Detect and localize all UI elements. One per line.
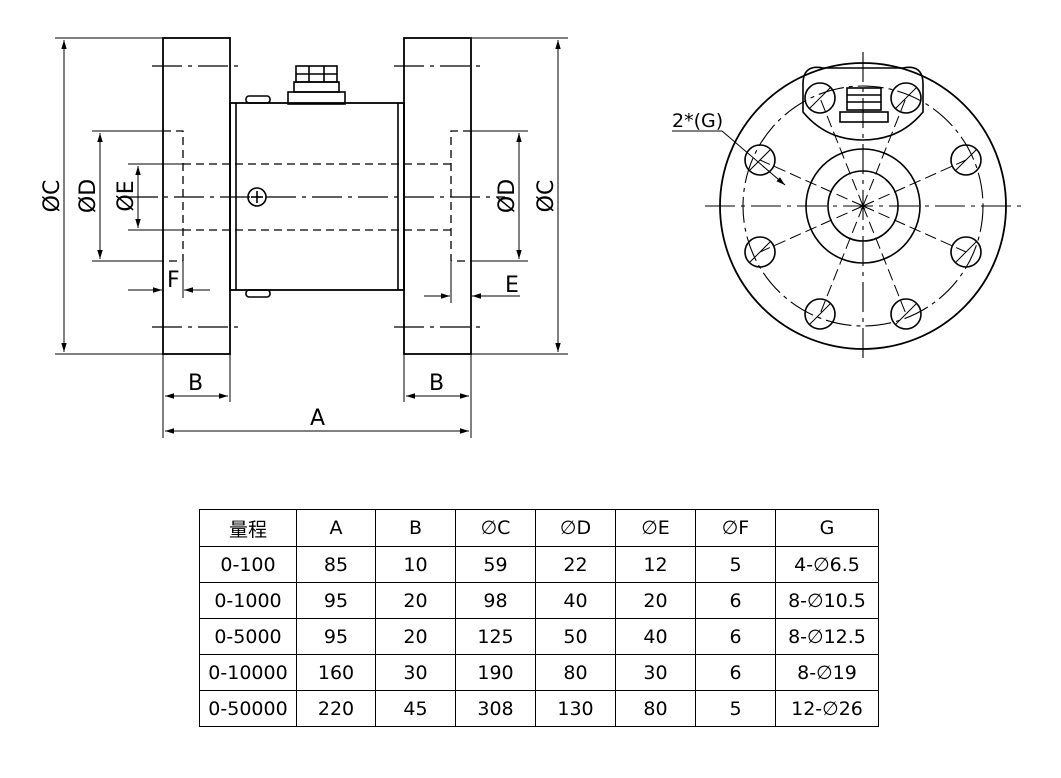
table-cell: 308: [455, 690, 536, 727]
header-range: 量程: [199, 509, 297, 547]
table-cell: 0-5000: [199, 618, 297, 655]
side-view-labels: ØC ØD ØE ØD ØC F E B B A: [40, 179, 559, 431]
table-cell: 50: [535, 618, 616, 655]
label-b-left: B: [188, 371, 203, 396]
connector-front: [839, 87, 889, 123]
header-f: ∅F: [695, 509, 776, 547]
label-e: E: [505, 273, 519, 298]
table-cell: 40: [615, 618, 696, 655]
table-cell: 5: [695, 690, 776, 727]
table-cell: 4-∅6.5: [775, 546, 879, 583]
label-a: A: [310, 406, 325, 431]
table-cell: 6: [695, 618, 776, 655]
table-cell: 6: [695, 582, 776, 619]
table-cell: 20: [375, 582, 456, 619]
table-cell: 0-10000: [199, 654, 297, 691]
label-phi-d-left: ØD: [76, 179, 101, 213]
table-cell: 85: [296, 546, 376, 583]
table-cell: 10: [375, 546, 456, 583]
header-d: ∅D: [535, 509, 616, 547]
connector: [287, 65, 346, 105]
table-cell: 220: [296, 690, 376, 727]
table-cell: 130: [535, 690, 616, 727]
table-cell: 0-1000: [199, 582, 297, 619]
table-cell: 95: [296, 618, 376, 655]
label-b-right: B: [429, 371, 444, 396]
table-cell: 12-∅26: [775, 690, 879, 727]
table-cell: 80: [535, 654, 616, 691]
label-phi-e: ØE: [114, 180, 139, 211]
label-f: F: [167, 268, 180, 293]
header-a: A: [296, 509, 376, 547]
header-b: B: [375, 509, 456, 547]
table-header-row: 量程 A B ∅C ∅D ∅E ∅F G: [199, 509, 879, 547]
table-cell: 6: [695, 654, 776, 691]
spec-table: 量程 A B ∅C ∅D ∅E ∅F G 0-100 85 10 59 22 1…: [199, 509, 879, 727]
table-cell: 20: [615, 582, 696, 619]
table-cell: 30: [375, 654, 456, 691]
table-cell: 8-∅12.5: [775, 618, 879, 655]
table-cell: 40: [535, 582, 616, 619]
label-phi-c-left: ØC: [40, 180, 65, 213]
table-row: 0-100 85 10 59 22 12 5 4-∅6.5: [199, 546, 879, 583]
table-cell: 98: [455, 582, 536, 619]
table-cell: 0-100: [199, 546, 297, 583]
svg-text:✳: ✳: [859, 203, 867, 213]
front-view: ✳: [672, 52, 1021, 360]
table-cell: 190: [455, 654, 536, 691]
table-cell: 8-∅10.5: [775, 582, 879, 619]
table-cell: 30: [615, 654, 696, 691]
table-cell: 0-50000: [199, 690, 297, 727]
label-g-callout: 2*(G): [672, 110, 723, 132]
label-phi-d-right: ØD: [495, 179, 520, 213]
bolt-holes: [744, 82, 982, 330]
table-cell: 20: [375, 618, 456, 655]
table-row: 0-50000 220 45 308 130 80 5 12-∅26: [199, 690, 879, 727]
right-flange: [403, 37, 472, 355]
technical-drawing: ØC ØD ØE ØD ØC F E B B A: [40, 37, 1021, 438]
label-phi-c-right: ØC: [534, 180, 559, 213]
header-g: G: [775, 509, 879, 547]
table-cell: 22: [535, 546, 616, 583]
table-cell: 45: [375, 690, 456, 727]
table-row: 0-1000 95 20 98 40 20 6 8-∅10.5: [199, 582, 879, 619]
header-c: ∅C: [455, 509, 536, 547]
table-cell: 95: [296, 582, 376, 619]
table-row: 0-5000 95 20 125 50 40 6 8-∅12.5: [199, 618, 879, 655]
table-row: 0-10000 160 30 190 80 30 6 8-∅19: [199, 654, 879, 691]
table-cell: 12: [615, 546, 696, 583]
header-e: ∅E: [615, 509, 696, 547]
table-cell: 160: [296, 654, 376, 691]
table-cell: 5: [695, 546, 776, 583]
table-cell: 59: [455, 546, 536, 583]
table-cell: 8-∅19: [775, 654, 879, 691]
table-cell: 125: [455, 618, 536, 655]
table-cell: 80: [615, 690, 696, 727]
side-view: [55, 37, 568, 438]
left-flange: [162, 37, 231, 355]
